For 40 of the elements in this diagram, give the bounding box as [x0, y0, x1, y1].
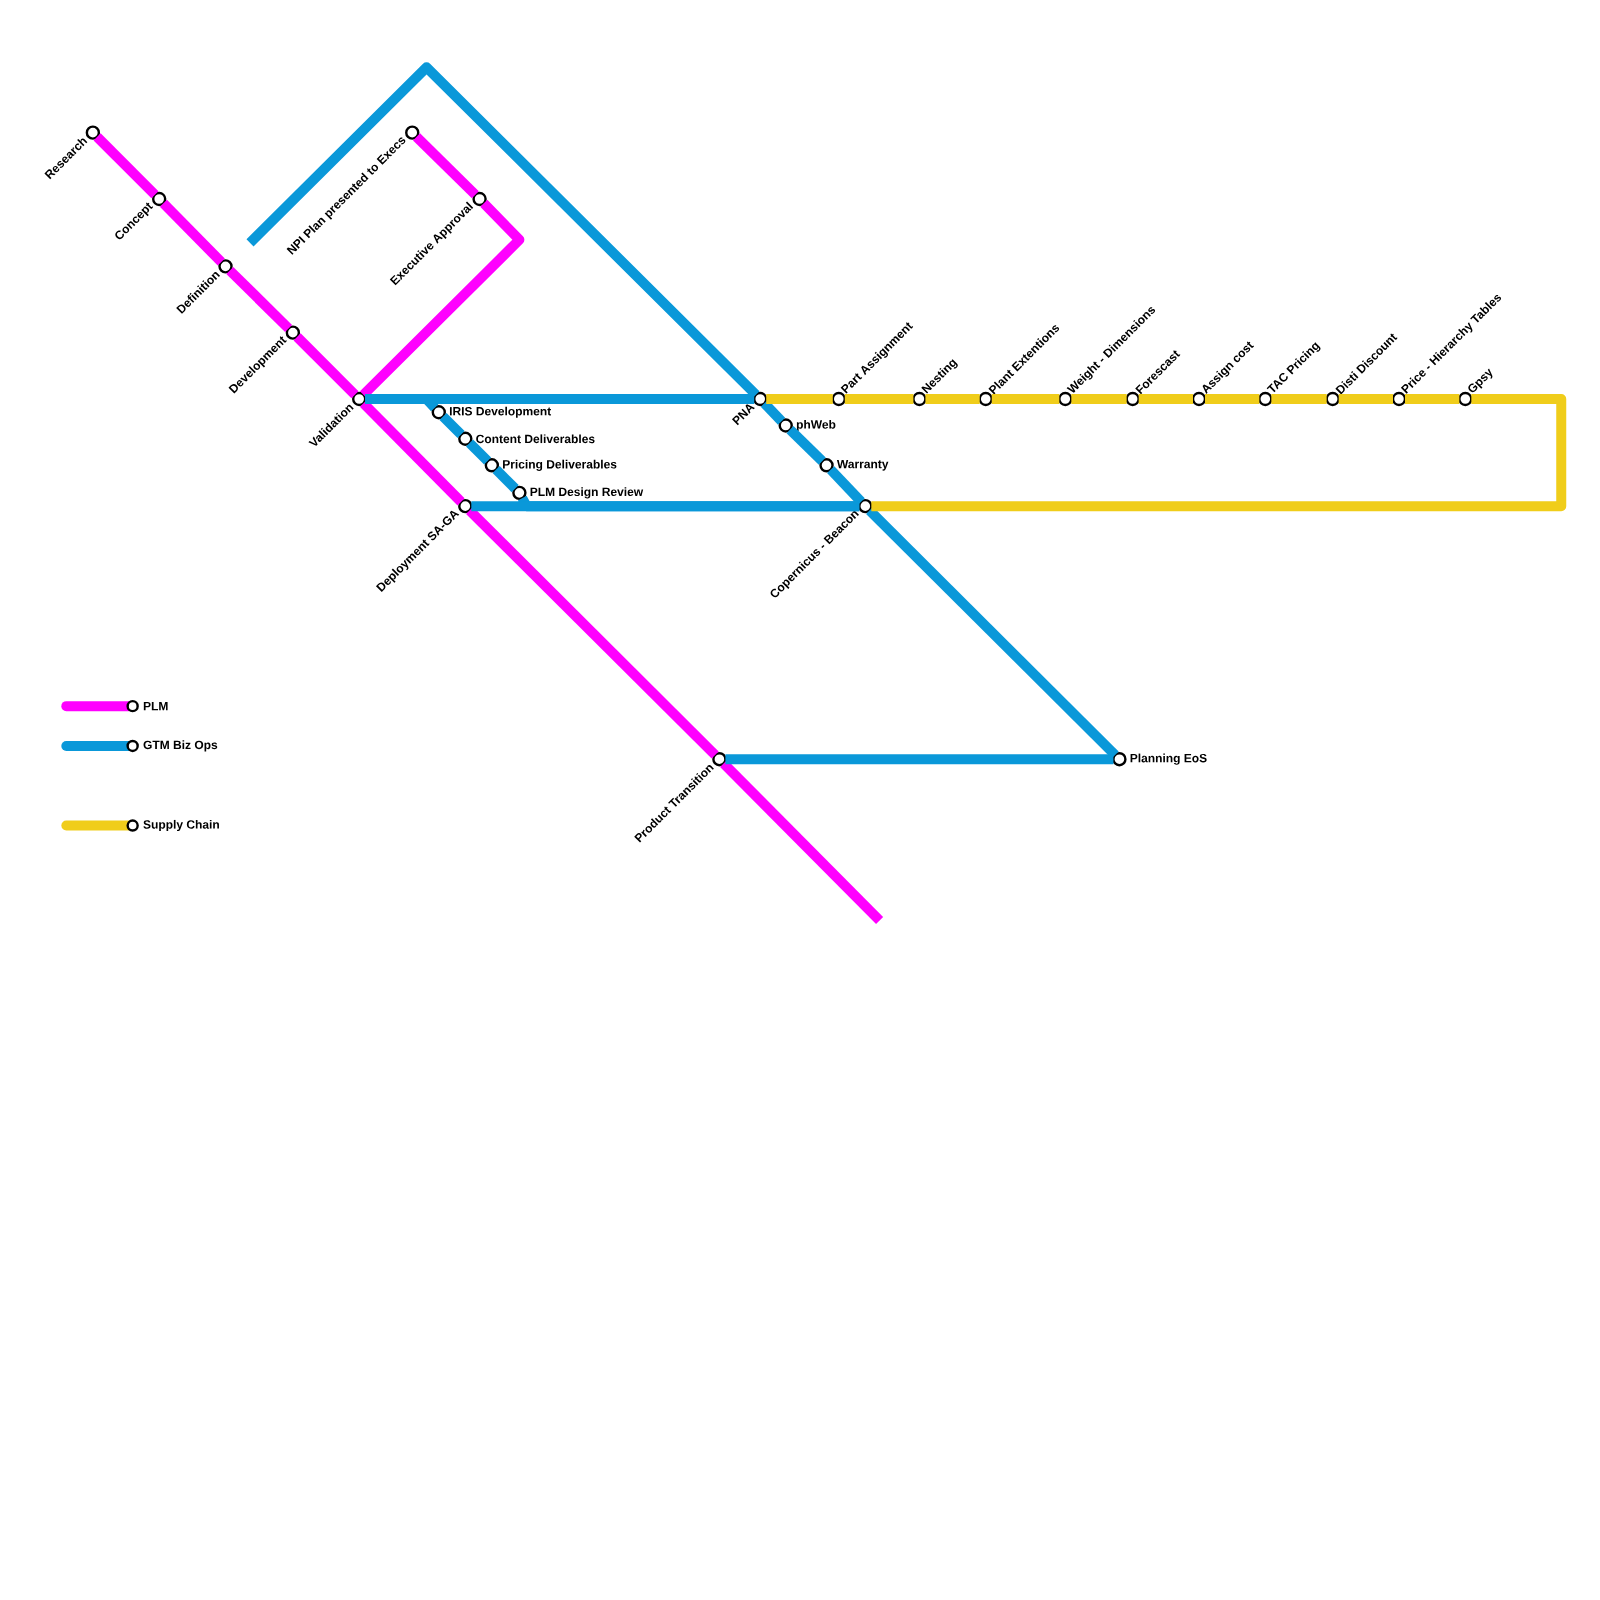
metro-line: [827, 466, 865, 506]
metro-line: [359, 199, 525, 399]
metro-line: [766, 394, 833, 404]
station-label: Pricing Deliverables: [503, 459, 617, 471]
metro-line: [786, 426, 826, 465]
metro-line: [844, 394, 914, 404]
station-label: PLM Design Review: [530, 487, 644, 499]
metro-line: [466, 506, 719, 759]
metro-line: [871, 394, 1567, 512]
metro-line: [1205, 394, 1260, 404]
legend-label: PLM: [143, 702, 168, 711]
metro-line: [159, 199, 225, 266]
metro-line: [1405, 394, 1460, 404]
station-label: IRIS Development: [449, 406, 552, 418]
metro-line: [246, 62, 760, 399]
station-label: Content Deliverables: [476, 434, 595, 444]
metro-line: [293, 333, 359, 399]
station-label: phWeb: [796, 419, 836, 432]
metro-line: [93, 133, 159, 199]
metro-line: [1338, 394, 1393, 404]
legend-label: GTM Biz Ops: [143, 740, 218, 752]
metro-line: [226, 266, 293, 332]
metro-line: [359, 399, 465, 506]
metro-line: [365, 394, 439, 412]
metro-line: [1071, 394, 1127, 404]
metro-line: [471, 501, 860, 512]
metro-line: [1138, 394, 1193, 404]
station-label: Warranty: [836, 459, 889, 471]
legend-label: Supply Chain: [143, 819, 219, 832]
metro-line: [925, 394, 980, 404]
metro-line: [725, 754, 1114, 765]
metro-line: [866, 506, 1119, 759]
metro-line: [991, 394, 1060, 404]
station-label: Planning EoS: [1130, 753, 1207, 765]
metro-line: [760, 399, 786, 425]
metro-line: [492, 466, 519, 493]
metro-line: [439, 412, 465, 439]
metro-line: [1271, 394, 1327, 404]
metro-line: [466, 439, 492, 465]
metro-line: [413, 133, 479, 199]
